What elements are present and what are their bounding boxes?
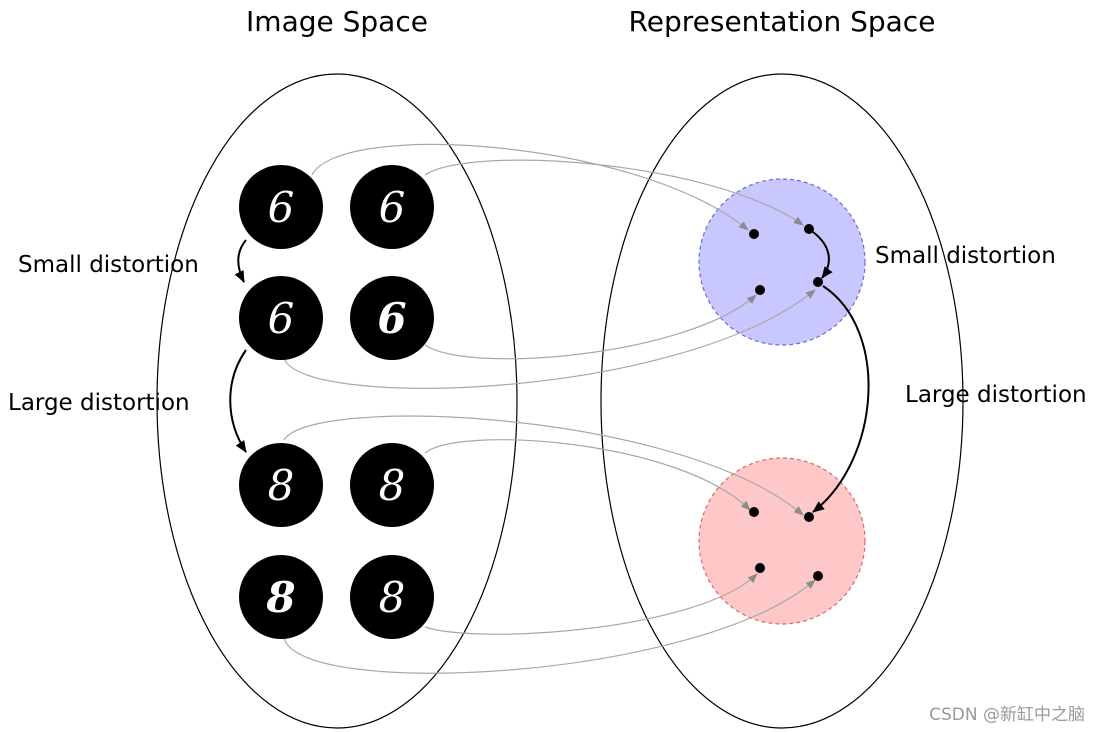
left-small-distortion-label: Small distortion bbox=[18, 252, 199, 278]
digit-image-eight: 8 bbox=[239, 555, 323, 639]
svg-text:8: 8 bbox=[379, 461, 406, 510]
representation-point bbox=[755, 563, 765, 573]
digit-image-eight: 8 bbox=[350, 555, 434, 639]
digit-image-eight: 8 bbox=[350, 443, 434, 527]
mapping-arrow bbox=[283, 289, 816, 389]
digit-image-six: 6 bbox=[239, 276, 323, 360]
mapping-arrow bbox=[424, 159, 804, 226]
left-small-distortion-arrow bbox=[234, 239, 247, 283]
svg-text:6: 6 bbox=[268, 294, 295, 343]
right-large-distortion-label: Large distortion bbox=[905, 382, 1087, 408]
representation-point bbox=[804, 224, 814, 234]
svg-text:8: 8 bbox=[379, 573, 406, 622]
representation-point bbox=[804, 512, 814, 522]
right-small-distortion-label: Small distortion bbox=[875, 243, 1056, 269]
svg-text:8: 8 bbox=[265, 573, 295, 622]
representation-point bbox=[813, 571, 823, 581]
representation-point bbox=[813, 277, 823, 287]
representation-point bbox=[749, 229, 759, 239]
representation-space-title: Representation Space bbox=[629, 5, 936, 38]
left-large-distortion-arrow bbox=[229, 349, 247, 453]
mapping-arrow bbox=[424, 439, 751, 511]
mapping-arrow bbox=[283, 579, 816, 674]
watermark: CSDN @新缸中之脑 bbox=[929, 704, 1085, 725]
image-space-title: Image Space bbox=[246, 5, 428, 38]
digit-image-six: 6 bbox=[350, 276, 434, 360]
svg-text:6: 6 bbox=[379, 183, 406, 232]
digit-image-eight: 8 bbox=[239, 443, 323, 527]
mapping-arrow bbox=[311, 143, 749, 231]
representation-point bbox=[755, 285, 765, 295]
mapping-arrow bbox=[424, 294, 757, 360]
image-space-ellipse bbox=[156, 73, 518, 729]
svg-text:6: 6 bbox=[377, 294, 406, 343]
eight-cluster-region bbox=[698, 457, 866, 625]
mapping-arrow bbox=[283, 415, 804, 516]
six-cluster-region bbox=[698, 178, 866, 346]
left-large-distortion-label: Large distortion bbox=[8, 390, 190, 416]
svg-text:8: 8 bbox=[268, 461, 295, 510]
mapping-arrow bbox=[424, 573, 758, 635]
representation-point bbox=[749, 507, 759, 517]
digit-image-six: 6 bbox=[350, 165, 434, 249]
digit-image-six: 6 bbox=[239, 165, 323, 249]
svg-text:6: 6 bbox=[268, 183, 295, 232]
representation-space-ellipse bbox=[600, 73, 964, 729]
right-small-distortion-arrow bbox=[812, 231, 833, 279]
right-large-distortion-arrow bbox=[812, 285, 870, 513]
